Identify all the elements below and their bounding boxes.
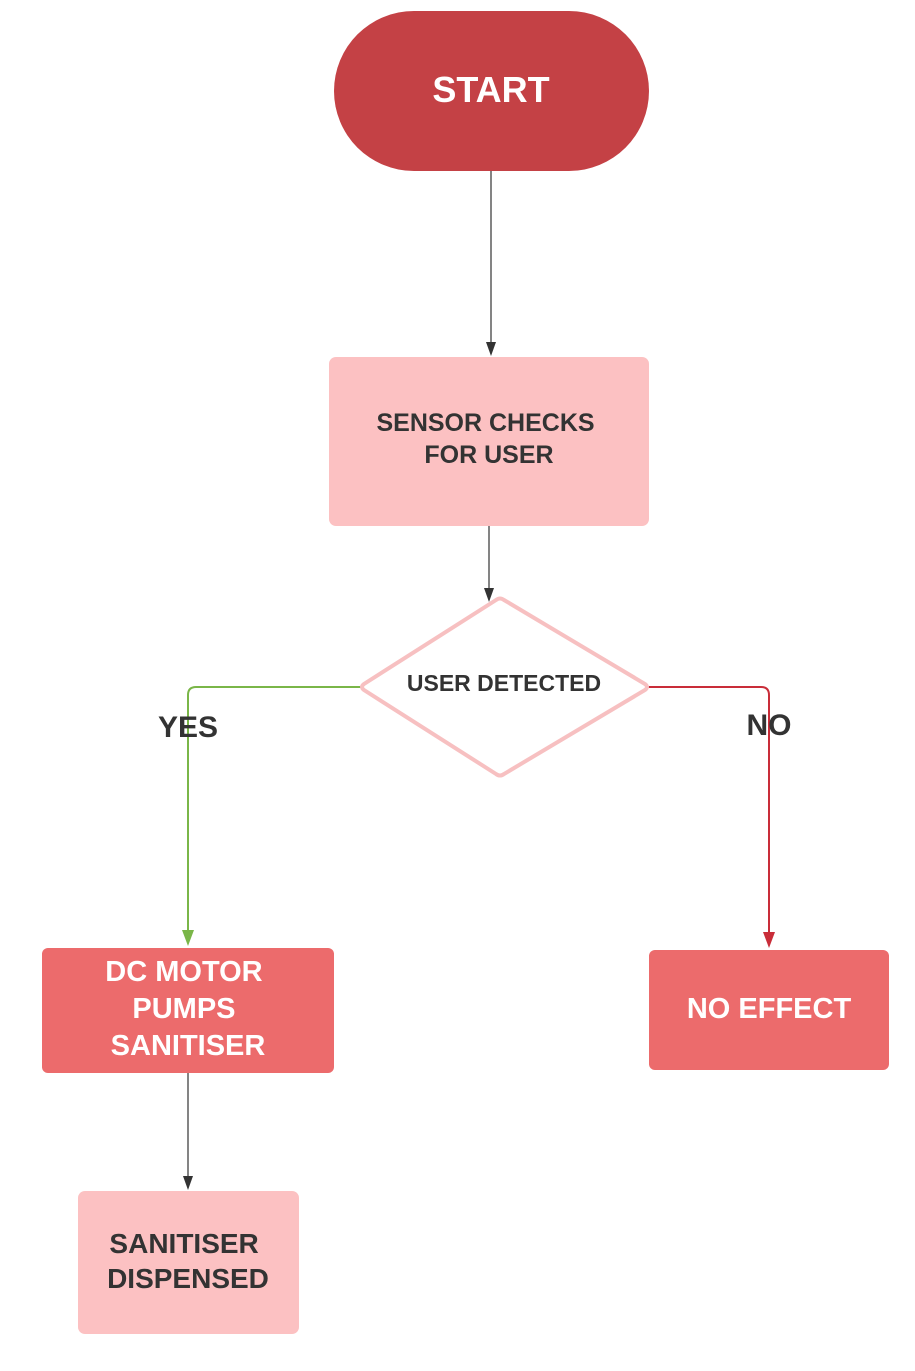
dispensed-label-line-1: SANITISER [109,1228,258,1259]
arrowhead-yes-branch [182,930,194,946]
start-label: START [432,69,549,110]
dispensed-label: SANITISER DISPENSED [107,1228,269,1294]
dispensed-box [78,1191,299,1334]
motor-label-line-3: SANITISER [111,1030,266,1062]
dispensed-label-line-2: DISPENSED [107,1263,269,1294]
decision-label: USER DETECTED [407,670,601,696]
sensor-process-box [329,357,649,526]
arrowhead-sensor-to-decision [484,588,494,602]
arrowhead-start-to-sensor [486,342,496,356]
yes-branch-label: YES [158,711,218,744]
no-effect-label: NO EFFECT [687,993,852,1025]
arrowhead-no-branch [763,932,775,948]
connector-no-branch [646,686,770,934]
start-terminal [334,11,649,171]
sensor-label-line-2: FOR USER [424,441,553,469]
sensor-process-label: SENSOR CHECKS FOR USER [376,409,601,469]
motor-process-box [42,948,334,1073]
arrowhead-motor-to-dispensed [183,1176,193,1190]
motor-label-line-1: DC MOTOR [105,956,262,988]
connector-yes-branch [187,686,362,932]
motor-label-line-2: PUMPS [132,993,235,1025]
decision-diamond [360,596,649,778]
no-branch-label: NO [747,709,792,742]
motor-process-label: DC MOTOR PUMPS SANITISER [105,956,270,1062]
sensor-label-line-1: SENSOR CHECKS [376,409,594,437]
no-effect-box [649,950,889,1070]
